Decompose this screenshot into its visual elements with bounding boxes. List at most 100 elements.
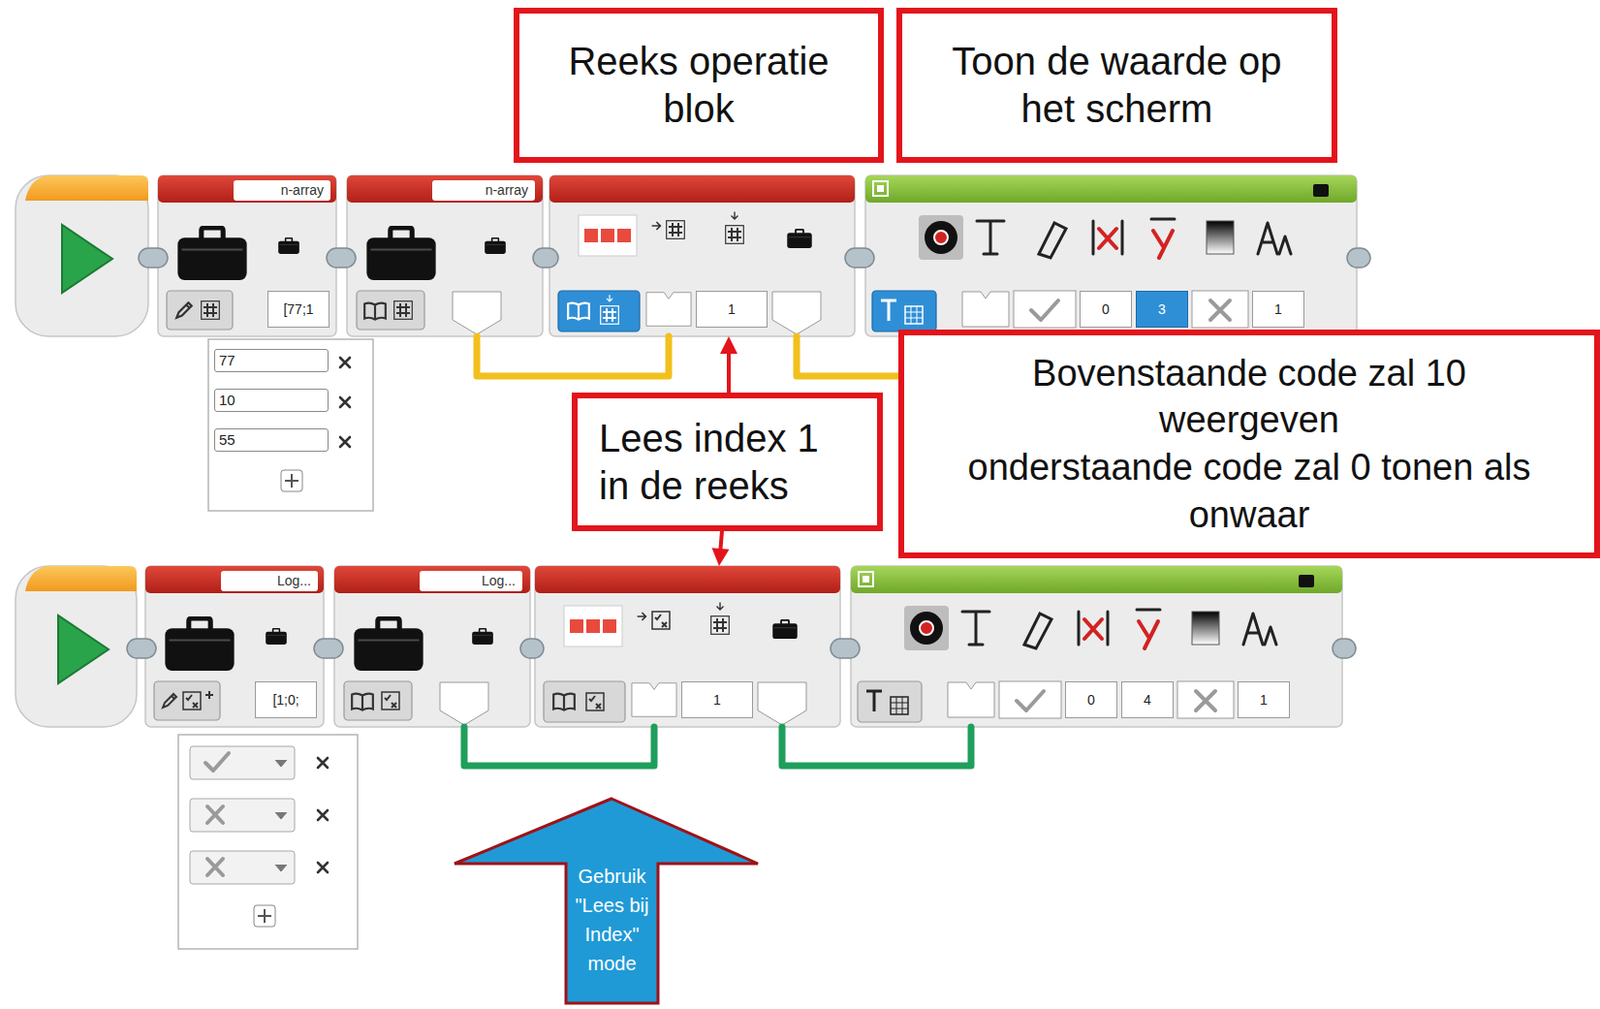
display-block-part: [1084, 619, 1102, 639]
variable-write-block-part: [154, 681, 220, 721]
variable-read-block-part: [394, 301, 413, 320]
array-operation-block: [534, 565, 841, 727]
array-operation-block-part: [646, 292, 691, 327]
start-block-part: [58, 615, 109, 684]
variable-read-block-part: [353, 618, 423, 671]
array-operation-block-part: [757, 682, 807, 725]
array-operation-block-part: [553, 693, 575, 711]
display-block-part: [1195, 690, 1216, 711]
display-block-part: [999, 681, 1062, 719]
display-block-part: [865, 175, 1357, 337]
display-block-part: [947, 682, 995, 718]
display-block-part: [1257, 222, 1291, 254]
variable-read-block-part: [356, 290, 425, 330]
variable-read-block-part: [344, 681, 412, 721]
pointer-arrow: [712, 531, 730, 566]
value-slot: [77;1: [267, 290, 330, 328]
pointer-arrow: [720, 336, 738, 393]
array-operation-block-part: [731, 211, 739, 220]
start-block-part: [25, 565, 137, 592]
array-operation-block-part: [637, 612, 647, 621]
value-field: 10: [214, 388, 329, 412]
arrow-head: [712, 547, 730, 566]
variable-read-block-part: [452, 291, 502, 335]
logic-list-popup-part: [275, 812, 287, 819]
data-wire-line: [476, 336, 669, 377]
variable-read-block-part: [346, 175, 543, 203]
array-operation-block-part: [786, 229, 812, 249]
array-operation-block-part: [772, 291, 821, 335]
font-slot: 1: [1252, 290, 1305, 328]
logic-list-popup-part: [317, 810, 328, 820]
display-block-part: [1138, 621, 1159, 649]
display-block-part: [1031, 300, 1059, 320]
logic-list-popup-part: [257, 909, 272, 923]
variable-name-tab: n-array: [233, 180, 331, 201]
variable-write-block-part: [157, 175, 337, 337]
variable-write-block-part: [183, 691, 201, 710]
array-operation-block-part: [617, 228, 631, 243]
variable-write-block: [145, 565, 324, 727]
logic-list-popup-part: [189, 798, 295, 832]
array-operation-block-part: [549, 175, 855, 337]
display-block: 041: [850, 565, 1343, 727]
display-block-part: [976, 220, 1004, 254]
display-block-part: [1013, 290, 1076, 328]
variable-read-block-part: [334, 565, 531, 594]
variable-write-block: [157, 175, 337, 337]
data-wire-line: [782, 726, 972, 766]
variable-read-block: [346, 175, 543, 337]
data-wire: [782, 726, 972, 766]
y-slot: 4: [1121, 681, 1174, 719]
callout-box: Lees index 1 in de reeks: [571, 392, 883, 532]
array-operation-block-part: [586, 692, 604, 711]
start-block-part: [62, 224, 113, 293]
value-list-popup-part: [340, 397, 350, 408]
logic-list-popup-part: [189, 746, 295, 780]
array-operation-block: 1: [549, 175, 855, 337]
logic-list-popup-part: [207, 858, 223, 876]
pointer-arrow-line: [720, 531, 722, 551]
array-operation-block: [549, 175, 855, 337]
sequence-plugs: [126, 638, 1356, 659]
value-list-popup-part: [208, 339, 374, 511]
callout-text: Toon de waarde op het scherm: [930, 37, 1304, 133]
display-block-part: [1298, 574, 1315, 588]
x-slot: 0: [1065, 681, 1118, 719]
value-list-popup-part: [284, 473, 299, 488]
variable-write-block: Log...[1;0;: [145, 565, 324, 727]
arrow-head: [720, 336, 738, 354]
display-block-part: [877, 185, 884, 192]
variable-read-block-part: [346, 175, 543, 337]
callout-box: Bovenstaande code zal 10 weergevenonders…: [898, 329, 1600, 559]
display-block-part: [1136, 608, 1161, 612]
display-block: 031: [865, 175, 1357, 337]
x-slot: 0: [1079, 290, 1132, 328]
variable-read-block: n-array: [346, 175, 543, 337]
index-slot: 1: [681, 681, 753, 719]
variable-write-block-part: [265, 628, 287, 645]
display-block-part: [1038, 222, 1067, 258]
value-list-popup-part: [281, 470, 303, 492]
variable-name-tab: Log...: [220, 570, 318, 592]
variable-write-block-part: [177, 227, 247, 281]
array-operation-block-part: [569, 619, 584, 633]
variable-write-block-part: [166, 290, 233, 330]
array-operation-block-part: [772, 620, 797, 639]
logic-list-popup-part: [317, 862, 328, 873]
logic-list-popup-part: [207, 806, 223, 823]
display-block-part: [857, 681, 922, 722]
display-block: [850, 565, 1343, 727]
array-operation-block-part: [567, 303, 590, 320]
array-operation-block-part: [602, 619, 617, 633]
variable-write-block: n-array [77;1: [157, 175, 337, 337]
arrow-shape: [454, 798, 758, 1004]
sequence-plugs-part: [830, 638, 860, 659]
variable-name-tab: Log...: [419, 570, 523, 592]
start-block: [15, 565, 137, 727]
display-block-part: [919, 621, 934, 635]
display-block-part: [934, 230, 948, 245]
array-operation-block: 1: [534, 565, 841, 727]
variable-read-block-part: [334, 565, 531, 727]
